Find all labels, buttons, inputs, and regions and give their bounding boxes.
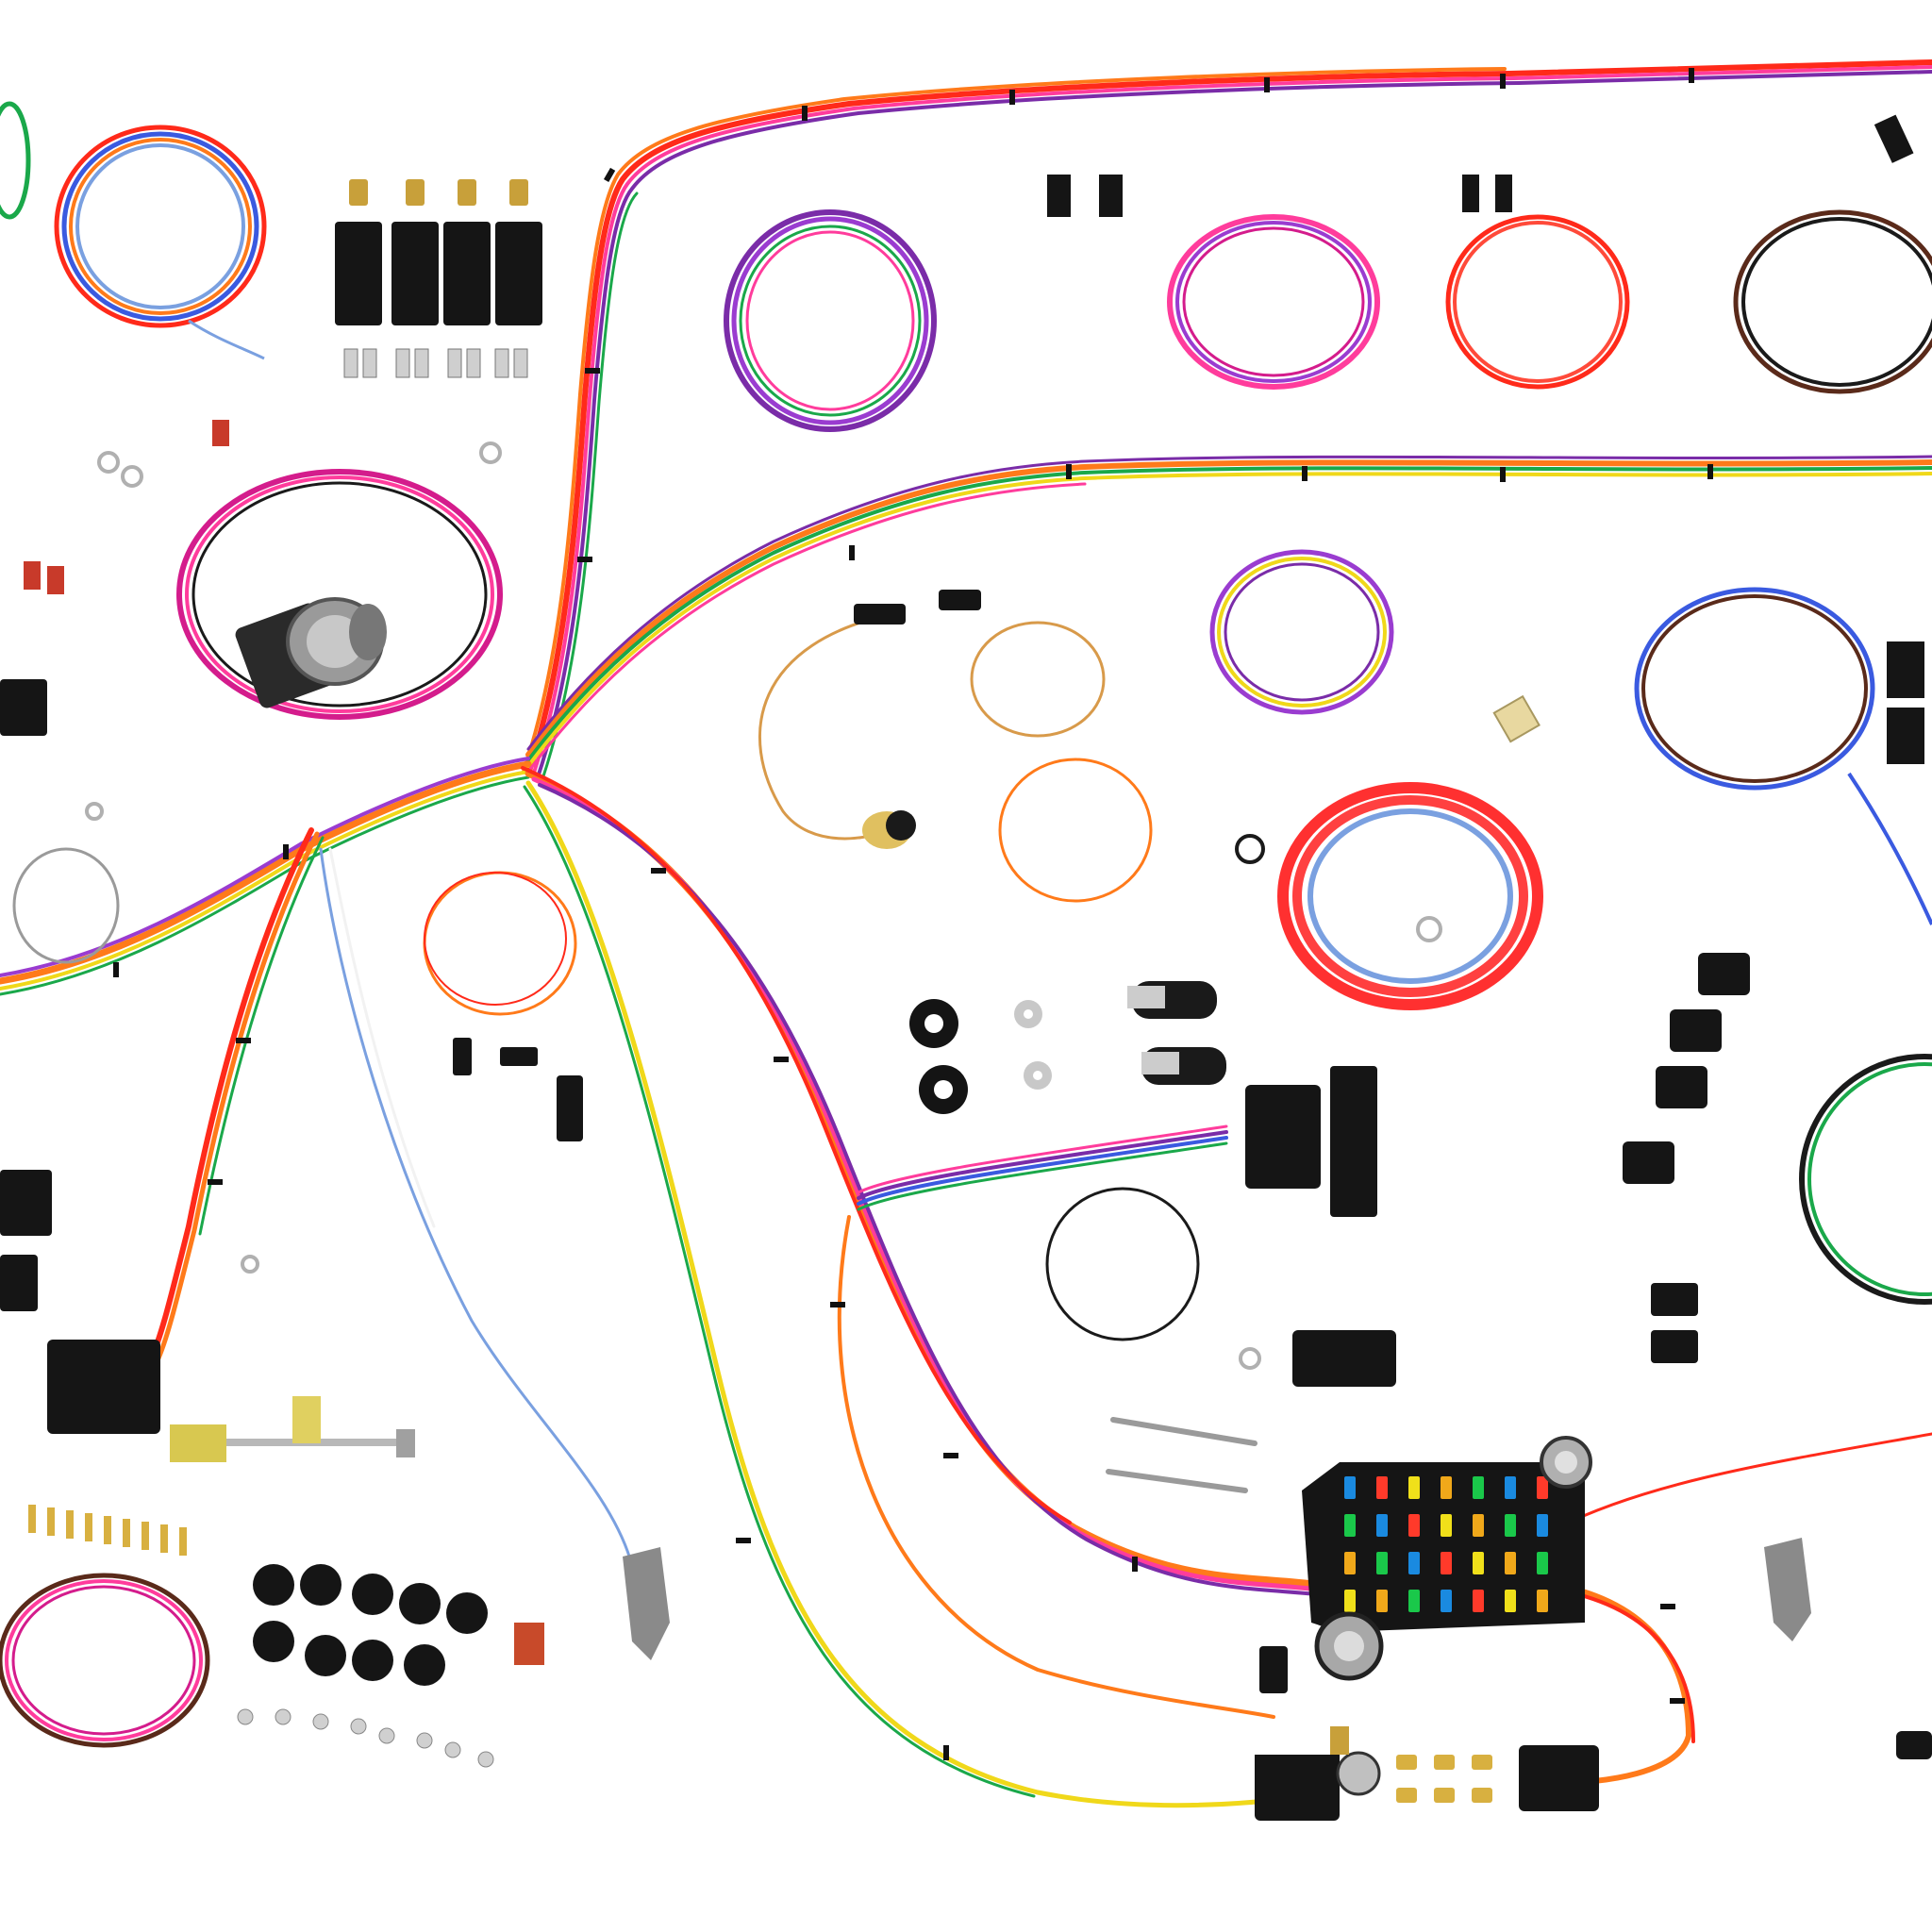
brass-terminals-bottom: [1396, 1755, 1492, 1803]
blade-fuse: [1376, 1476, 1388, 1499]
cable-clamps: [1127, 981, 1226, 1085]
blade-fuse: [1441, 1514, 1452, 1537]
coil-left-edge: [0, 101, 31, 220]
coil-orange-tan: [758, 611, 1153, 903]
battery-cable-coil: [1277, 782, 1543, 1010]
terminal-pin-row: [28, 1505, 187, 1556]
blade-fuse: [1473, 1514, 1484, 1537]
mid-horizontal-bundle: [525, 455, 1932, 774]
ignition-switch: [235, 597, 387, 708]
lower-left-bundle: [148, 827, 325, 1365]
blade-fuse: [1344, 1552, 1356, 1574]
blade-fuse: [1473, 1552, 1484, 1574]
blade-fuse: [1505, 1552, 1516, 1574]
blade-fuse: [1537, 1476, 1548, 1499]
coil-red-small: [423, 871, 577, 1016]
blade-fuse: [1408, 1514, 1420, 1537]
orange-wire: [837, 1215, 1275, 1719]
coil-bottom-left: [0, 1573, 210, 1748]
blade-fuse: [1473, 1590, 1484, 1612]
blade-fuse: [1376, 1590, 1388, 1612]
blade-fuse: [1537, 1514, 1548, 1537]
relay-connectors: [335, 222, 542, 325]
coil-yellow-purple: [1209, 549, 1394, 715]
beige-connector: [1492, 694, 1541, 743]
coil-blue-brown-right: [1634, 587, 1932, 925]
headlight-switch: [170, 1396, 415, 1462]
blade-fuse: [1408, 1552, 1420, 1574]
starter-solenoid: [1255, 1726, 1381, 1802]
blade-fuse: [1376, 1552, 1388, 1574]
ground-wire-loop: [12, 847, 1200, 1341]
blade-fuse: [1344, 1514, 1356, 1537]
lower-trunk-to-fuse-block: [521, 766, 1334, 1598]
blade-fuse: [1505, 1514, 1516, 1537]
red-connectors: [24, 420, 229, 594]
blade-fuse: [1473, 1476, 1484, 1499]
coil-purple-top: [724, 209, 937, 432]
spade-terminals-row: [343, 348, 528, 378]
blade-fuse: [1537, 1590, 1548, 1612]
coil-green-right: [1799, 1054, 1932, 1305]
fuse-block: [1302, 1436, 1592, 1681]
blade-fuse: [1441, 1552, 1452, 1574]
blade-fuse: [1408, 1476, 1420, 1499]
yellow-green-wire: [525, 780, 1305, 1808]
rubber-boots: [623, 1538, 1811, 1660]
blade-fuse: [1505, 1590, 1516, 1612]
rubber-grommets: [909, 999, 1052, 1114]
fuses: [1344, 1476, 1548, 1612]
coil-pink-top: [1167, 214, 1380, 390]
blade-fuse: [1441, 1590, 1452, 1612]
main-harness-trunk: [0, 59, 1932, 1808]
coil-ignition-switch: [176, 469, 503, 720]
blade-fuse: [1441, 1476, 1452, 1499]
ring-terminals: [85, 441, 1442, 1370]
mounting-screws: [1106, 1417, 1257, 1493]
blade-fuse: [1344, 1590, 1356, 1612]
blade-fuse: [1537, 1552, 1548, 1574]
dash-connector-bundle: [857, 1124, 1228, 1211]
blade-fuse: [1344, 1476, 1356, 1499]
blade-fuse: [1408, 1590, 1420, 1612]
upper-spine-bundle: [522, 59, 1932, 781]
brass-terminals-top: [349, 179, 528, 206]
coil-brown-top-right: [1733, 209, 1932, 394]
cable-ties: [113, 68, 1713, 1760]
bulb-sockets: [253, 1564, 488, 1686]
coil-top-left: [54, 125, 267, 360]
flasher-relay: [514, 1623, 544, 1665]
coil-red-top: [1445, 214, 1630, 390]
blade-fuse: [1505, 1476, 1516, 1499]
small-bulbs: [237, 1708, 494, 1768]
dimmer-switch: [1896, 1731, 1932, 1759]
blue-wire: [319, 847, 634, 1568]
blade-fuse: [1376, 1514, 1388, 1537]
